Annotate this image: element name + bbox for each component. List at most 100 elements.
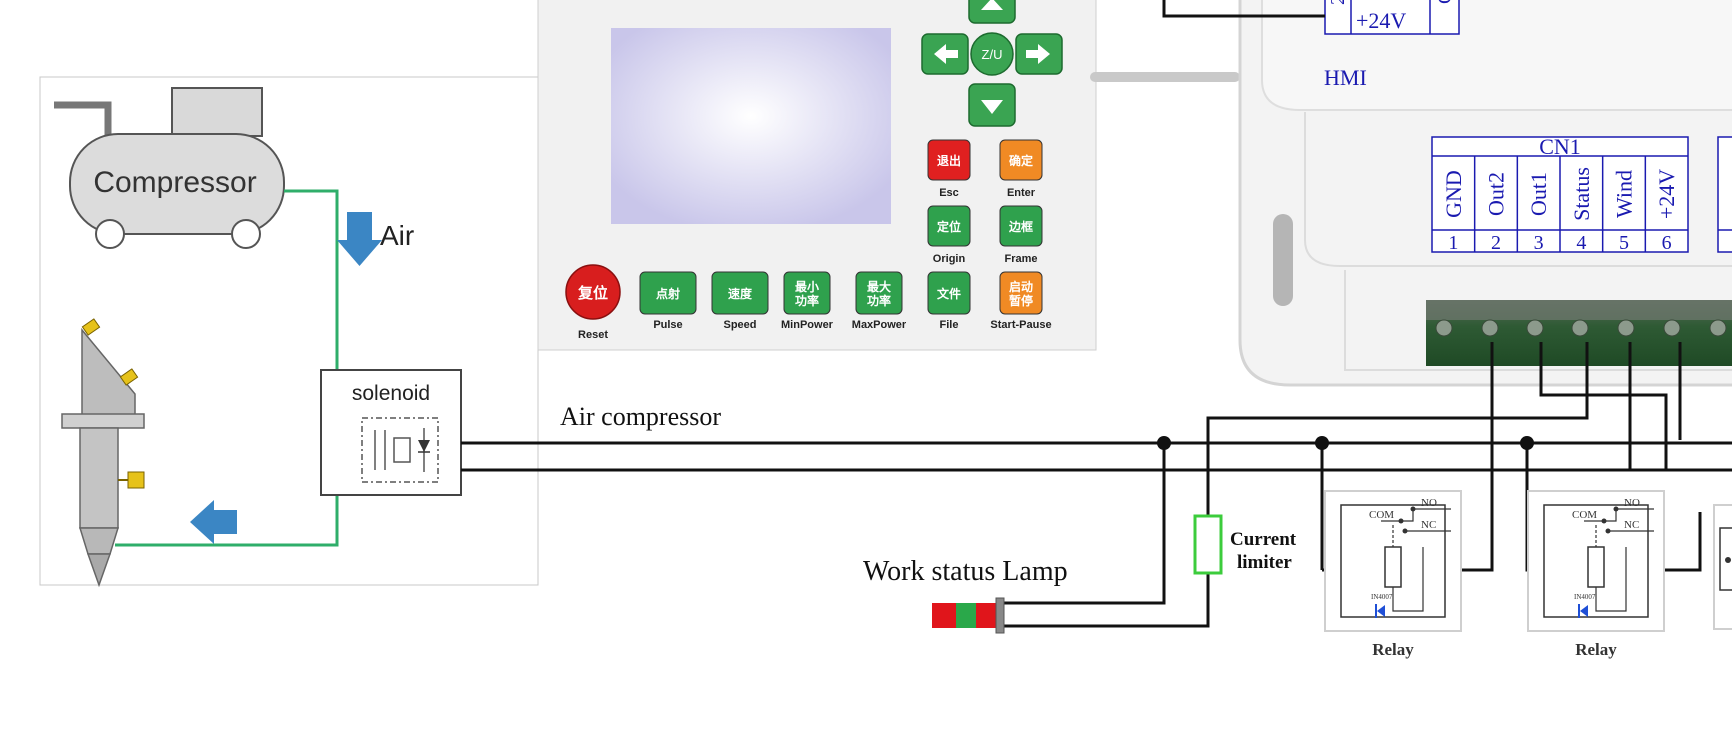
panel-button-minpower-en: MinPower [781, 319, 834, 331]
nav-pad: Z/U [921, 0, 1063, 127]
arrow-right-icon [1026, 44, 1050, 64]
relay-diode-label: IN4007 [1574, 593, 1596, 601]
controller-box: 2 +24V C HMI CN1 GND1Out22Out13Status4Wi… [1238, 0, 1732, 387]
relay-com-label: COM [1369, 509, 1394, 521]
panel-button-esc-en: Esc [939, 187, 959, 199]
panel-button-minpower-cn: 最小功率 [795, 279, 819, 308]
work-status-lamp-label: Work status Lamp [863, 556, 1068, 587]
cn1-pin-name: GND [1441, 170, 1466, 218]
diode-icon [1578, 604, 1588, 618]
panel-button-speed-cn: 速度 [728, 286, 753, 301]
relay-nc-label: NC [1624, 519, 1639, 531]
cn1-title: CN1 [1539, 134, 1581, 159]
arrow-up-icon [981, 0, 1003, 10]
relay-com-label: COM [1572, 509, 1597, 521]
panel-button-maxpower-cn: 最大功率 [867, 279, 891, 308]
cn1-pin-number: 2 [1491, 232, 1501, 254]
current-limiter [1193, 514, 1223, 575]
wires [461, 0, 1732, 628]
cn1-pin-name: Status [1569, 167, 1594, 221]
panel-button-minpower[interactable]: 最小功率 MinPower [781, 271, 834, 331]
cn1-pin-name: Out2 [1484, 172, 1509, 216]
panel-button-enter-en: Enter [1007, 187, 1036, 199]
hmi-label: HMI [1324, 65, 1367, 90]
terminal-block [1426, 300, 1732, 366]
panel-button-origin-en: Origin [933, 253, 966, 265]
relay-diode-label: IN4007 [1371, 593, 1393, 601]
nav-center-label: Z/U [982, 47, 1003, 62]
panel-button-enter[interactable]: 确定 Enter [999, 139, 1043, 199]
panel-button-pulse-cn: 点射 [656, 286, 680, 301]
panel-button-maxpower-en: MaxPower [852, 319, 907, 331]
current-limiter-label-1: Current [1230, 529, 1297, 550]
diode-icon [1375, 604, 1385, 618]
pneumatic-panel: Compressor Air solenoid [39, 76, 539, 588]
panel-cable [1090, 72, 1240, 82]
arrow-left-icon [934, 44, 958, 64]
current-limiter-label-2: limiter [1237, 552, 1292, 573]
lcd-screen [611, 28, 891, 224]
top-connector-pin-num: 2 [1327, 0, 1349, 5]
nav-up-button[interactable] [968, 0, 1016, 24]
cn1-pin-number: 3 [1534, 232, 1544, 254]
top-connector-pin-v: +24V [1356, 8, 1406, 33]
panel-button-speed[interactable]: 速度 Speed [711, 271, 769, 331]
air-down-arrow-icon [337, 212, 382, 266]
panel-button-origin-cn: 定位 [937, 219, 961, 234]
cn1-connector: CN1 GND 1 Out2 2 Out1 3 Status 4 Wind 5 +24V 6 [1431, 134, 1689, 254]
junctions [1157, 436, 1534, 450]
panel-button-origin[interactable]: 定位 Origin [927, 205, 971, 265]
relay-nc-label: NC [1421, 519, 1436, 531]
panel-button-frame-cn: 边框 [1008, 219, 1033, 234]
panel-button-file-cn: 文件 [937, 286, 961, 301]
cn1-pin-number: 1 [1448, 232, 1458, 254]
relay-no-label: NO [1624, 497, 1640, 509]
panel-button-reset-en: Reset [578, 329, 608, 341]
panel-button-file-en: File [940, 319, 959, 331]
nav-center-button[interactable] [970, 32, 1014, 76]
compressor-label: Compressor [93, 166, 256, 199]
cn1-pin-name: Wind [1612, 170, 1637, 218]
panel-button-maxpower[interactable]: 最大功率 MaxPower [852, 271, 907, 331]
panel-button-startpause-cn: 启动暂停 [1009, 279, 1033, 308]
relay-partial [1713, 504, 1732, 630]
laser-head-icon [61, 318, 145, 588]
relay-label: Relay [1372, 640, 1414, 659]
relay-label: Relay [1575, 640, 1617, 659]
cn1-pin-name: +24V [1654, 169, 1679, 219]
work-status-lamp-icon [932, 597, 1005, 634]
compressor-icon: Compressor [54, 87, 285, 249]
air-label: Air [380, 220, 414, 251]
solenoid-valve: solenoid [320, 369, 462, 496]
solenoid-label: solenoid [352, 382, 430, 405]
air-left-arrow-icon [190, 500, 237, 544]
cn1-pin-number: 6 [1662, 232, 1672, 254]
relay-no-label: NO [1421, 497, 1437, 509]
panel-button-enter-cn: 确定 [1009, 153, 1033, 168]
arrow-down-icon [981, 100, 1003, 114]
panel-button-frame[interactable]: 边框 Frame [999, 205, 1043, 265]
air-compressor-label: Air compressor [560, 402, 721, 431]
air-pipe [115, 189, 339, 547]
panel-button-esc[interactable]: 退出 Esc [927, 139, 971, 199]
panel-button-frame-en: Frame [1004, 253, 1037, 265]
cn1-pin-name: Out1 [1526, 172, 1551, 216]
panel-button-file[interactable]: 文件 File [927, 271, 971, 331]
panel-button-startpause[interactable]: 启动暂停 Start-Pause [990, 271, 1052, 331]
panel-button-speed-en: Speed [723, 319, 756, 331]
panel-button-startpause-en: Start-Pause [990, 319, 1051, 331]
cn1-pin-number: 5 [1619, 232, 1629, 254]
top-connector-pin-c: C [1434, 0, 1456, 4]
controller-slot [1273, 214, 1293, 306]
top-connector: 2 +24V C [1324, 0, 1460, 35]
panel-button-esc-cn: 退出 [937, 153, 961, 168]
cn1-pin-number: 4 [1576, 232, 1586, 254]
